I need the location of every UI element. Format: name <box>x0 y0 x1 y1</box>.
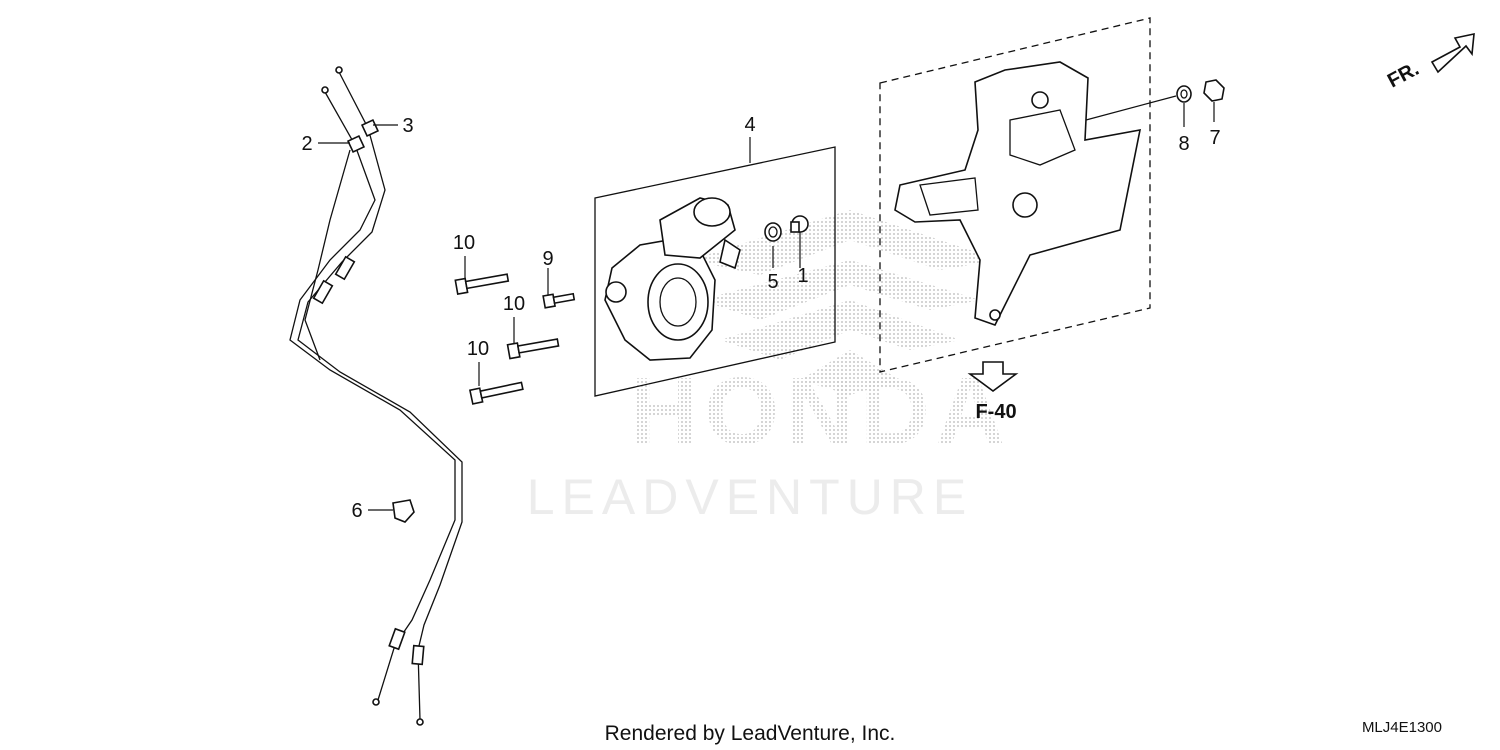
callout-8: 8 <box>1178 133 1189 155</box>
watermark-publisher: LEADVENTURE <box>527 469 974 525</box>
callout-5: 5 <box>767 271 778 293</box>
callout-3: 3 <box>402 115 413 137</box>
reference-arrow <box>967 361 1019 392</box>
diagram-code: MLJ4E1300 <box>1362 719 1442 736</box>
throttle-body-assembly <box>594 146 836 397</box>
callout-10-top: 10 <box>453 232 475 254</box>
bolt-group <box>454 273 576 405</box>
callout-6: 6 <box>351 500 362 522</box>
callout-10-bottom: 10 <box>467 338 489 360</box>
front-direction-arrow <box>1430 32 1475 74</box>
bracket-assembly <box>879 17 1151 373</box>
washer-leader <box>1085 95 1177 121</box>
washer-nut <box>1176 79 1225 103</box>
watermark-brand: HONDA <box>629 358 1011 465</box>
callout-4: 4 <box>744 114 755 136</box>
reference-f40: F-40 <box>975 401 1016 423</box>
front-direction-label: FR. <box>1384 58 1423 93</box>
small-fasteners <box>764 215 809 242</box>
callout-9: 9 <box>542 248 553 270</box>
cable-clip-part <box>392 499 415 523</box>
watermark-wing-logo <box>690 210 1000 395</box>
throttle-cable-assembly <box>289 66 463 726</box>
leader-lines <box>318 102 1215 511</box>
callout-7: 7 <box>1209 127 1220 149</box>
callout-1: 1 <box>797 265 808 287</box>
footer-credit: Rendered by LeadVenture, Inc. <box>605 722 896 745</box>
callout-2: 2 <box>301 133 312 155</box>
callout-10-middle: 10 <box>503 293 525 315</box>
